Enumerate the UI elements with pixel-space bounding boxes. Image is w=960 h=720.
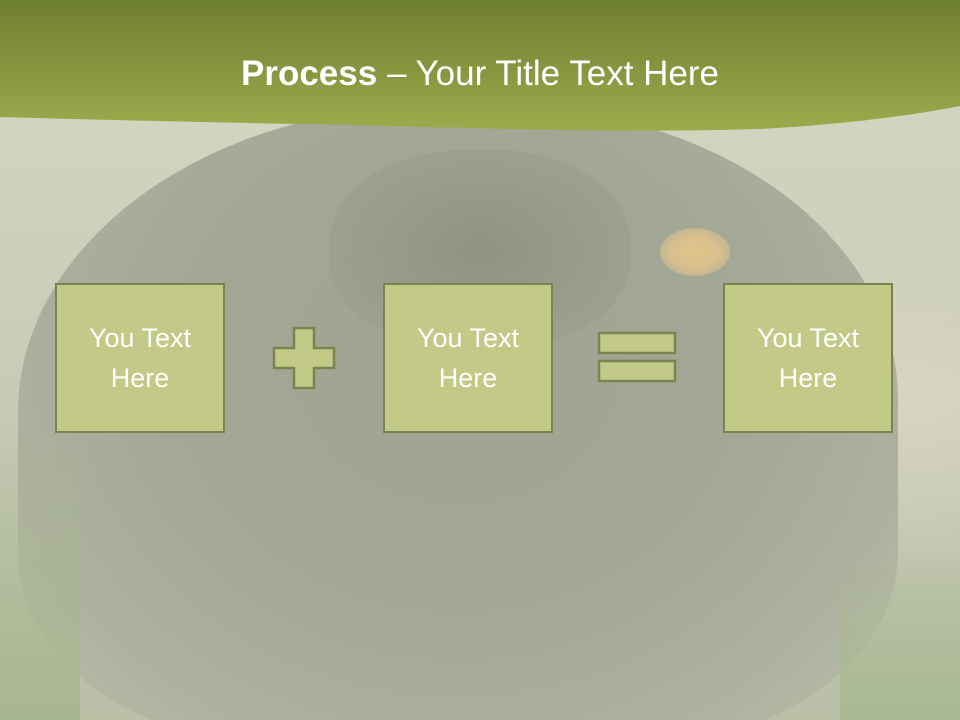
banner-shape [0, 0, 960, 131]
process-box-3: You Text Here [723, 283, 893, 433]
title-banner: Process – Your Title Text Here [0, 0, 960, 140]
process-box-1: You Text Here [55, 283, 225, 433]
plus-icon [272, 326, 336, 390]
slide-title-bold: Process [241, 54, 378, 93]
process-box-2: You Text Here [383, 283, 553, 433]
process-box-2-text: You Text Here [416, 323, 520, 393]
equals-icon [597, 331, 677, 383]
gorilla-mouth [660, 228, 730, 276]
slide-title: Process – Your Title Text Here [0, 52, 960, 96]
process-box-3-text: You Text Here [756, 323, 860, 393]
grass-left [0, 420, 80, 720]
grass-right [840, 550, 960, 720]
slide-title-rest: – Your Title Text Here [377, 54, 719, 93]
process-box-1-text: You Text Here [88, 323, 192, 393]
